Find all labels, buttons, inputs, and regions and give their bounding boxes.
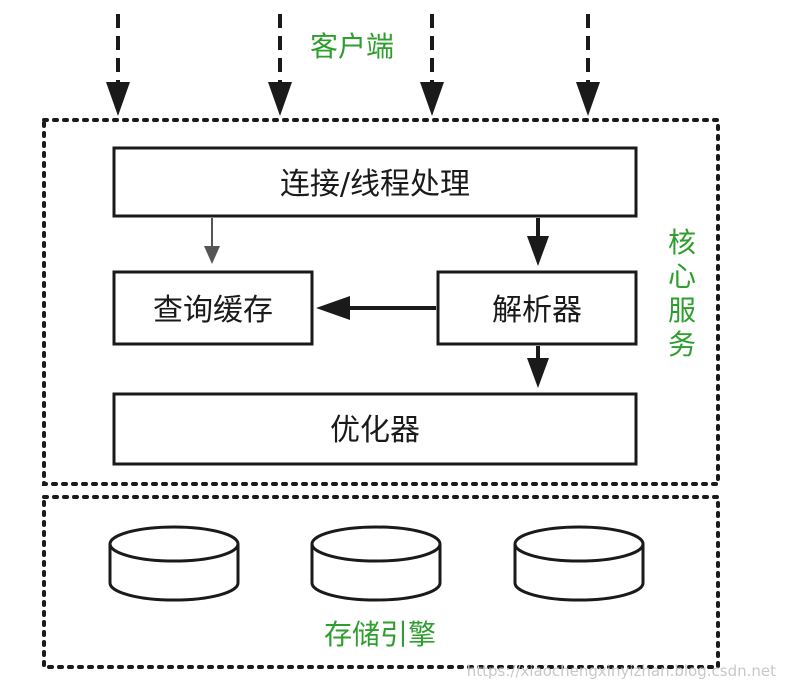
core-service-char-2: 心 <box>668 260 696 293</box>
watermark-text: https://xiaochengxinyizhan.blog.csdn.net <box>467 662 776 680</box>
client-arrow-1 <box>106 14 130 116</box>
optimizer-label: 优化器 <box>330 413 420 448</box>
storage-engine-label: 存储引擎 <box>324 618 436 651</box>
parser-label: 解析器 <box>492 293 582 328</box>
storage-cylinder-3 <box>513 525 645 602</box>
core-service-char-4: 务 <box>668 328 696 361</box>
optimizer-box: 优化器 <box>112 392 638 466</box>
storage-cylinder-1 <box>108 525 240 602</box>
core-service-region <box>42 118 720 486</box>
arrow-connection-to-parser <box>527 218 549 266</box>
client-arrow-4 <box>576 14 600 116</box>
client-arrow-3 <box>420 14 444 116</box>
query-cache-box: 查询缓存 <box>112 270 314 346</box>
parser-box: 解析器 <box>436 270 638 346</box>
arrow-parser-to-cache <box>316 296 436 320</box>
storage-engine-region <box>42 495 720 669</box>
client-arrow-2 <box>268 14 292 116</box>
client-arrows <box>106 14 600 116</box>
connection-thread-label: 连接/线程处理 <box>280 167 470 202</box>
arrow-parser-to-optimizer <box>527 346 549 388</box>
core-service-char-3: 服 <box>668 294 696 327</box>
core-service-label: 核 心 服 务 <box>668 226 696 361</box>
connection-thread-box: 连接/线程处理 <box>112 146 638 218</box>
core-service-char-1: 核 <box>668 226 696 259</box>
arrow-connection-to-cache <box>204 218 220 264</box>
client-label: 客户端 <box>310 30 394 63</box>
query-cache-label: 查询缓存 <box>153 293 273 328</box>
storage-cylinder-2 <box>310 525 442 602</box>
